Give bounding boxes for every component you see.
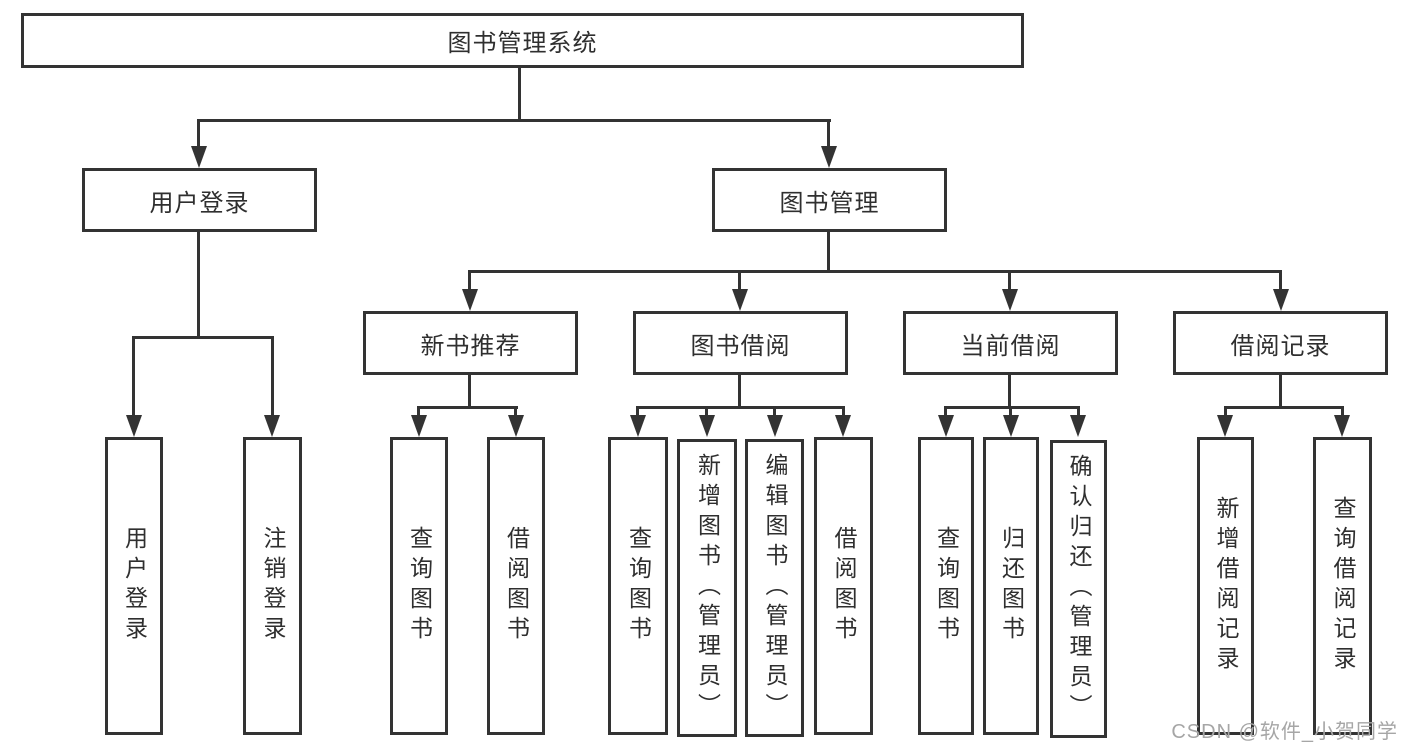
edge-bookmgmt-trunk — [827, 232, 830, 273]
leaf-confirm-return-label: 确认归还（管理员） — [1066, 454, 1091, 724]
edge-shaft — [1009, 406, 1012, 419]
node-user-login: 用户登录 — [82, 168, 317, 232]
edge-shaft — [132, 336, 135, 419]
arrowhead — [630, 415, 646, 437]
node-book-borrow: 图书借阅 — [633, 311, 848, 375]
edge-shaft — [197, 119, 200, 150]
arrowhead — [508, 415, 524, 437]
leaf-logout-label: 注销登录 — [260, 526, 285, 646]
edge-userlogin-trunk — [197, 232, 200, 339]
edge-root-trunk — [518, 68, 521, 122]
edge-shaft — [705, 406, 708, 419]
leaf-user-login-label: 用户登录 — [121, 526, 147, 646]
edge-bookmgmt-branch — [469, 270, 1282, 273]
edge-shaft — [1279, 270, 1282, 292]
arrowhead — [1334, 415, 1350, 437]
edge-newbookrec-trunk — [468, 375, 471, 409]
leaf-return-book-label: 归还图书 — [998, 526, 1024, 646]
leaf-borrow-book-1-label: 借阅图书 — [503, 526, 529, 646]
node-borrow-record-label: 借阅记录 — [1230, 333, 1331, 360]
edge-shaft — [738, 270, 741, 292]
edge-shaft — [636, 406, 639, 419]
leaf-query-book-3-label: 查询图书 — [933, 526, 959, 646]
leaf-query-book-2-label: 查询图书 — [625, 526, 651, 646]
edge-shaft — [514, 406, 517, 419]
edge-bookborrow-branch — [636, 406, 845, 409]
edge-root-branch — [197, 119, 831, 122]
edge-shaft — [827, 119, 830, 150]
leaf-user-login: 用户登录 — [105, 437, 163, 735]
edge-currentborrow-trunk — [1008, 375, 1011, 409]
edge-shaft — [1008, 270, 1011, 292]
node-root: 图书管理系统 — [21, 13, 1024, 68]
node-book-mgmt-label: 图书管理 — [779, 190, 880, 217]
arrowhead — [1070, 415, 1086, 437]
edge-shaft — [773, 406, 776, 419]
leaf-logout: 注销登录 — [243, 437, 302, 735]
arrowhead — [1273, 289, 1289, 311]
leaf-edit-book-label: 编辑图书（管理员） — [762, 453, 787, 723]
edge-shaft — [1224, 406, 1227, 419]
leaf-add-book-label: 新增图书（管理员） — [694, 453, 720, 723]
leaf-add-record: 新增借阅记录 — [1197, 437, 1254, 735]
arrowhead — [126, 415, 142, 437]
arrowhead — [264, 415, 280, 437]
edge-shaft — [417, 406, 420, 419]
node-borrow-record: 借阅记录 — [1173, 311, 1388, 375]
arrowhead — [821, 146, 837, 168]
arrowhead — [1003, 415, 1019, 437]
node-current-borrow: 当前借阅 — [903, 311, 1118, 375]
leaf-confirm-return: 确认归还（管理员） — [1050, 440, 1107, 738]
leaf-edit-book: 编辑图书（管理员） — [745, 439, 804, 737]
edge-userlogin-branch — [132, 336, 274, 339]
csdn-watermark: CSDN @软件_小贺同学 — [1171, 721, 1398, 743]
node-current-borrow-label: 当前借阅 — [960, 333, 1061, 360]
node-new-book-rec: 新书推荐 — [363, 311, 578, 375]
leaf-query-book-1: 查询图书 — [390, 437, 448, 735]
leaf-borrow-book-2-label: 借阅图书 — [831, 526, 856, 646]
edge-newbookrec-branch — [417, 406, 518, 409]
edge-shaft — [842, 406, 845, 419]
arrowhead — [1002, 289, 1018, 311]
leaf-query-book-3: 查询图书 — [918, 437, 974, 735]
edge-shaft — [271, 336, 274, 419]
node-book-borrow-label: 图书借阅 — [690, 333, 791, 360]
leaf-add-record-label: 新增借阅记录 — [1213, 496, 1238, 676]
arrowhead — [767, 415, 783, 437]
arrowhead — [732, 289, 748, 311]
edge-borrowrecord-trunk — [1279, 375, 1282, 409]
leaf-query-record-label: 查询借阅记录 — [1330, 496, 1355, 676]
leaf-query-book-2: 查询图书 — [608, 437, 668, 735]
arrowhead — [411, 415, 427, 437]
leaf-borrow-book-2: 借阅图书 — [814, 437, 873, 735]
node-root-label: 图书管理系统 — [447, 31, 598, 57]
node-book-mgmt: 图书管理 — [712, 168, 947, 232]
arrowhead — [699, 415, 715, 437]
node-user-login-label: 用户登录 — [149, 190, 250, 217]
leaf-add-book: 新增图书（管理员） — [677, 439, 737, 737]
edge-shaft — [1077, 406, 1080, 419]
arrowhead — [191, 146, 207, 168]
edge-currentborrow-branch — [944, 406, 1080, 409]
edge-shaft — [944, 406, 947, 419]
edge-shaft — [468, 270, 471, 292]
arrowhead — [835, 415, 851, 437]
leaf-query-record: 查询借阅记录 — [1313, 437, 1372, 735]
arrowhead — [462, 289, 478, 311]
edge-shaft — [1341, 406, 1344, 419]
leaf-return-book: 归还图书 — [983, 437, 1039, 735]
leaf-query-book-1-label: 查询图书 — [406, 526, 432, 646]
arrowhead — [938, 415, 954, 437]
leaf-borrow-book-1: 借阅图书 — [487, 437, 545, 735]
edge-borrowrecord-branch — [1224, 406, 1343, 409]
arrowhead — [1217, 415, 1233, 437]
node-new-book-rec-label: 新书推荐 — [420, 333, 521, 360]
edge-bookborrow-trunk — [738, 375, 741, 409]
